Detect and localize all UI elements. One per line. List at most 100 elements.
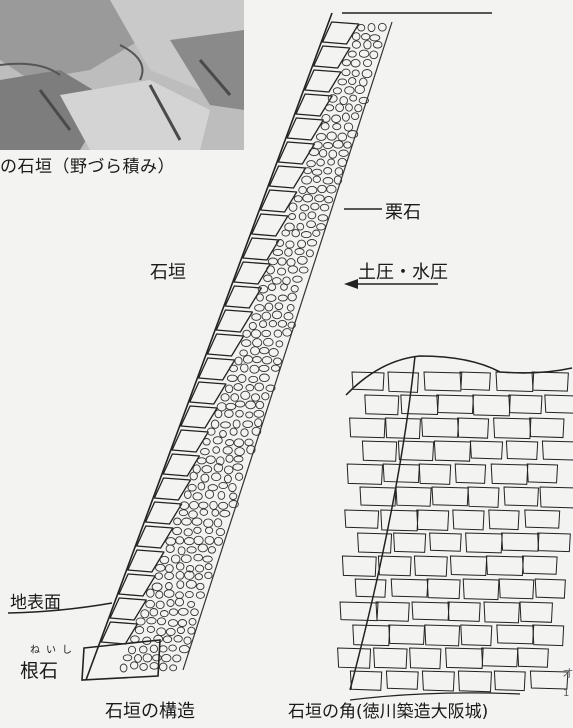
- corner-block: [452, 509, 485, 531]
- rubble-stone: [139, 662, 148, 671]
- rubble-stone: [261, 329, 272, 338]
- rubble-stone: [135, 617, 146, 626]
- rubble-stone: [326, 184, 337, 194]
- rubble-stone: [292, 275, 303, 283]
- rubble-stone: [167, 619, 179, 627]
- rubble-stone: [265, 294, 277, 302]
- corner-block: [409, 647, 442, 670]
- rubble-stone: [306, 185, 318, 195]
- rubble-stone: [249, 364, 260, 374]
- neishi-reading: ねいし: [30, 645, 78, 656]
- corner-block: [395, 486, 432, 507]
- rubble-stone: [310, 202, 320, 211]
- rubble-stone: [189, 471, 198, 481]
- rubble-stone: [212, 436, 223, 445]
- rubble-stone: [197, 482, 206, 491]
- rubble-stone: [232, 463, 244, 471]
- rubble-stone: [298, 185, 307, 195]
- corner-block: [373, 647, 408, 669]
- rubble-stone: [206, 427, 216, 436]
- rubble-stone: [176, 626, 185, 635]
- rubble-stone: [192, 492, 203, 501]
- rubble-stone: [312, 175, 321, 183]
- facing-stone: [224, 285, 262, 309]
- rubble-stone: [252, 338, 263, 348]
- corner-block: [481, 647, 519, 668]
- rubble-stone: [204, 489, 215, 499]
- corner-block: [505, 440, 539, 461]
- corner-wall-drawing: [337, 355, 573, 701]
- rubble-stone: [189, 500, 199, 510]
- rubble-stone: [165, 582, 173, 591]
- rubble-stone: [337, 78, 348, 86]
- rubble-stone: [199, 508, 209, 516]
- rubble-stone: [306, 220, 316, 229]
- rubble-stone: [341, 112, 350, 122]
- rubble-stone: [193, 526, 202, 534]
- corner-block: [352, 624, 391, 647]
- rubble-stone: [146, 588, 155, 598]
- rubble-stone: [298, 266, 309, 274]
- pressure-arrow-head: [344, 279, 358, 289]
- rubble-stone: [369, 50, 379, 60]
- rubble-stone: [207, 546, 216, 554]
- rubble-stone: [321, 113, 331, 123]
- rubble-stone: [183, 636, 192, 645]
- rubble-stone: [288, 213, 297, 220]
- rubble-stone: [218, 501, 229, 510]
- rubble-stone: [274, 302, 284, 311]
- rubble-stone: [298, 212, 307, 221]
- corner-block: [346, 463, 384, 485]
- rubble-stone: [223, 465, 234, 475]
- rubble-stone: [178, 644, 190, 654]
- rubble-stone: [286, 258, 296, 267]
- rubble-stone: [224, 384, 234, 394]
- corner-block: [457, 670, 492, 693]
- rubble-stone: [259, 346, 270, 355]
- rubble-stone: [275, 340, 284, 348]
- facing-stone: [286, 117, 324, 141]
- rubble-stone: [354, 104, 363, 113]
- rubble-stone: [164, 571, 174, 581]
- rubble-stone: [161, 653, 172, 663]
- rubble-stone: [282, 328, 292, 337]
- rubble-stone: [122, 654, 133, 662]
- rubble-stone: [324, 104, 335, 112]
- rubble-stone: [224, 409, 234, 418]
- rubble-stone: [369, 34, 381, 42]
- rubble-stone: [204, 571, 213, 580]
- rubble-stone: [268, 348, 279, 357]
- rubble-stone: [193, 535, 204, 546]
- rubble-stone: [165, 627, 176, 636]
- rubble-stone: [305, 249, 314, 258]
- rubble-stone: [337, 157, 348, 167]
- rubble-stone: [205, 526, 214, 535]
- rubble-stone: [166, 599, 175, 607]
- facing-stone: [171, 429, 209, 453]
- rubble-stone: [176, 580, 185, 589]
- stone-wall-photo: [0, 0, 244, 150]
- rubble-stone: [291, 229, 300, 238]
- corner-block: [465, 532, 503, 554]
- rubble-stone: [180, 554, 192, 564]
- corner-block: [361, 440, 398, 462]
- rubble-stone: [183, 537, 195, 546]
- rubble-stone: [242, 355, 254, 364]
- rubble-stone: [216, 402, 227, 412]
- rubble-stone: [158, 645, 168, 653]
- wall-back-face: [182, 21, 393, 671]
- rubble-stone: [297, 239, 307, 249]
- rubble-stone: [196, 582, 205, 591]
- rubble-stone: [146, 625, 156, 633]
- rubble-stone: [240, 390, 251, 400]
- facing-stone: [189, 381, 227, 405]
- rubble-stone: [361, 69, 373, 79]
- rubble-stone: [165, 537, 177, 546]
- corner-block: [532, 624, 565, 647]
- rubble-stone: [225, 454, 234, 463]
- rubble-stone: [145, 599, 155, 609]
- corner-block: [385, 670, 419, 690]
- rubble-stone: [177, 546, 186, 556]
- facing-stone: [304, 69, 342, 93]
